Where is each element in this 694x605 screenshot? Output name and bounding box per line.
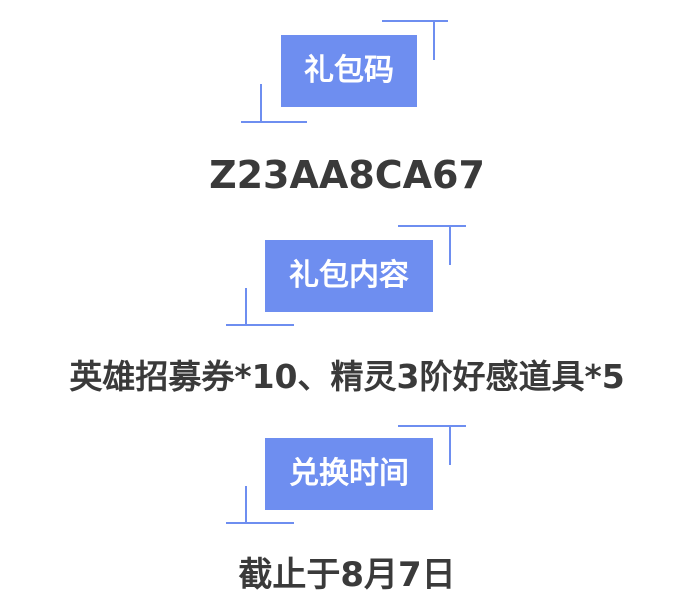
gift-contents-heading: 礼包内容 xyxy=(265,240,433,312)
corner-line-bottom-h xyxy=(226,522,294,524)
corner-line-top-v xyxy=(449,225,451,265)
gift-contents-value: 英雄招募券*10、精灵3阶好感道具*5 xyxy=(69,357,625,396)
gift-code-heading: 礼包码 xyxy=(281,35,417,107)
corner-line-top-v xyxy=(433,20,435,60)
corner-line-top-h xyxy=(398,425,466,427)
corner-line-top-h xyxy=(382,20,448,22)
corner-line-top-v xyxy=(449,425,451,465)
corner-line-bottom-v xyxy=(245,486,247,524)
redeem-time-heading: 兑换时间 xyxy=(265,438,433,510)
corner-line-bottom-v xyxy=(260,84,262,123)
corner-line-bottom-h xyxy=(226,324,294,326)
gift-code-value: Z23AA8CA67 xyxy=(209,153,485,197)
corner-line-bottom-v xyxy=(245,288,247,326)
corner-line-bottom-h xyxy=(241,121,307,123)
corner-line-top-h xyxy=(398,225,466,227)
redeem-time-value: 截止于8月7日 xyxy=(238,555,456,595)
